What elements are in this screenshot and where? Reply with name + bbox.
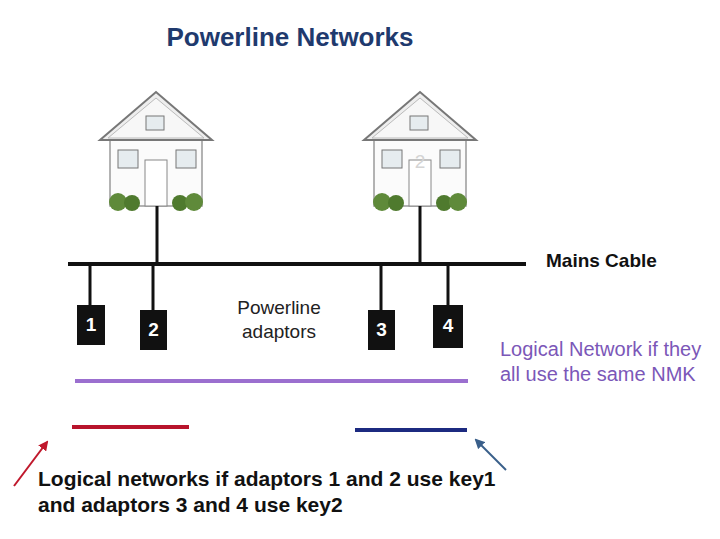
callout-number: 3 bbox=[376, 320, 387, 341]
logical-network-bar bbox=[75, 379, 468, 383]
note-text: Logical Network if they all use the same… bbox=[500, 337, 708, 387]
house-window bbox=[440, 150, 460, 168]
adaptor-wire bbox=[152, 264, 155, 311]
adaptor-box: 3 bbox=[368, 310, 395, 350]
logical-network-bar bbox=[72, 425, 189, 429]
adaptor-wire bbox=[447, 264, 450, 306]
adaptor-wire bbox=[380, 264, 383, 311]
bush bbox=[124, 195, 140, 211]
logical-network-bar bbox=[355, 428, 467, 432]
bush bbox=[449, 193, 467, 211]
house-door bbox=[145, 160, 167, 206]
adaptor-box: 2 bbox=[140, 310, 167, 350]
adaptor-box: 4 bbox=[433, 305, 463, 348]
note-text: Logical networks if adaptors 1 and 2 use… bbox=[38, 466, 538, 519]
house-window bbox=[410, 116, 428, 130]
house-roof bbox=[108, 98, 204, 138]
callout-number: 1 bbox=[86, 315, 97, 336]
mains-cable bbox=[68, 262, 526, 266]
house bbox=[364, 92, 476, 211]
pointer-arrow bbox=[476, 440, 506, 470]
house-wire bbox=[419, 206, 422, 263]
house-window bbox=[176, 150, 196, 168]
house-roof bbox=[372, 98, 468, 138]
cable-label: Mains Cable bbox=[546, 249, 716, 273]
house-window bbox=[382, 150, 402, 168]
house-wire bbox=[156, 206, 159, 263]
house-number: 2 bbox=[408, 150, 432, 174]
adaptor-box: 1 bbox=[77, 305, 105, 345]
house bbox=[100, 92, 212, 211]
group-label: Powerline adaptors bbox=[214, 296, 344, 344]
callout-number: 4 bbox=[443, 316, 454, 337]
callout-number: 2 bbox=[148, 320, 159, 341]
adaptor-wire bbox=[89, 264, 92, 306]
diagram-title: Powerline Networks bbox=[130, 22, 450, 53]
house-roof bbox=[100, 92, 212, 140]
bush bbox=[185, 193, 203, 211]
house-window bbox=[118, 150, 138, 168]
bush bbox=[388, 195, 404, 211]
house-roof bbox=[364, 92, 476, 140]
house-window bbox=[146, 116, 164, 130]
